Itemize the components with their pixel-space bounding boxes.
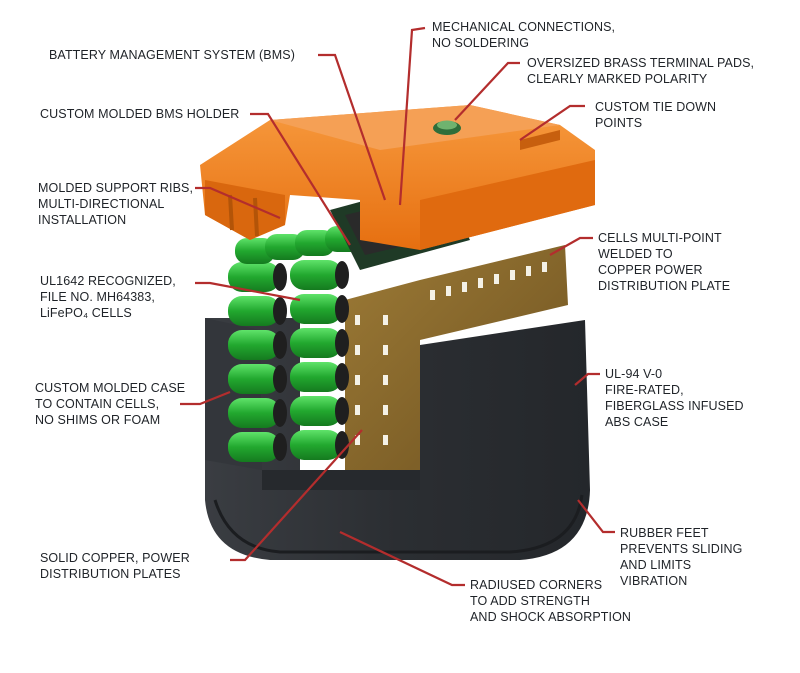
orange-lid [200,105,595,250]
weld-point [462,282,467,292]
callout-tie-down: CUSTOM TIE DOWN POINTS [595,99,716,131]
weld-point [355,435,360,445]
weld-point [494,274,499,284]
callout-brass-terminal: OVERSIZED BRASS TERMINAL PADS, CLEARLY M… [527,55,754,87]
callout-text: MECHANICAL CONNECTIONS, [432,20,616,34]
leader-line [339,531,465,587]
lifepo4-cell [265,234,305,260]
lifepo4-cell [228,330,287,360]
weld-point [446,286,451,296]
cell-stack [228,226,365,462]
lifepo4-cell [290,294,349,324]
callout-bms: BATTERY MANAGEMENT SYSTEM (BMS) [49,47,295,63]
callout-ul94: UL-94 V-0 FIRE-RATED, FIBERGLASS INFUSED… [605,366,744,430]
weld-point [383,315,388,325]
callout-text: MULTI-DIRECTIONAL [38,197,165,211]
weld-point [355,345,360,355]
weld-point [383,375,388,385]
callout-text: ABS CASE [605,415,669,429]
callout-cells-welded: CELLS MULTI-POINT WELDED TO COPPER POWER… [598,230,730,294]
callout-text: CUSTOM MOLDED BMS HOLDER [40,107,240,121]
lifepo4-cell [290,362,349,392]
weld-point [383,435,388,445]
callout-text: VIBRATION [620,574,688,588]
callout-text: CELLS MULTI-POINT [598,231,722,245]
leader-line [318,53,387,201]
callout-bms-holder: CUSTOM MOLDED BMS HOLDER [40,106,239,122]
callout-support-ribs: MOLDED SUPPORT RIBS, MULTI-DIRECTIONAL I… [38,180,193,228]
leader-line [398,26,426,206]
leader-line [454,61,520,121]
weld-point [526,266,531,276]
leader-line [230,429,363,562]
lifepo4-cell [290,396,349,426]
callout-text: CUSTOM MOLDED CASE [35,381,186,395]
callout-text: DISTRIBUTION PLATE [598,279,731,293]
callout-text: UL-94 V-0 [605,367,663,381]
lifepo4-cell [228,364,287,394]
callout-text: CUSTOM TIE DOWN [595,100,717,114]
leader-line [250,112,351,246]
callout-text: FIBERGLASS INFUSED [605,399,744,413]
callout-text: POINTS [595,116,643,130]
callout-text: INSTALLATION [38,213,127,227]
weld-point [383,405,388,415]
callout-rubber-feet: RUBBER FEET PREVENTS SLIDING AND LIMITS … [620,525,742,589]
callout-text: MOLDED SUPPORT RIBS, [38,181,194,195]
leader-line [180,390,231,406]
callout-text: FILE NO. MH64383, [40,290,155,304]
callout-text: OVERSIZED BRASS TERMINAL PADS, [527,56,755,70]
callout-text: DISTRIBUTION PLATES [40,567,181,581]
callout-text: TO ADD STRENGTH [470,594,591,608]
weld-point [430,290,435,300]
callout-mechanical-connections: MECHANICAL CONNECTIONS, NO SOLDERING [432,19,615,51]
leader-line [574,372,600,386]
leader-line [195,281,301,302]
weld-point [478,278,483,288]
weld-point [510,270,515,280]
callout-text: CLEARLY MARKED POLARITY [527,72,708,86]
copper-plate [345,245,568,470]
callout-text: PREVENTS SLIDING [620,542,743,556]
lifepo4-cell [290,260,349,290]
callout-text: COPPER POWER [598,263,703,277]
callout-solid-copper: SOLID COPPER, POWER DISTRIBUTION PLATES [40,550,190,582]
callout-text: LiFePO₄ CELLS [40,306,132,320]
callout-ul1642: UL1642 RECOGNIZED, FILE NO. MH64383, LiF… [40,273,176,321]
leader-line [519,104,585,141]
callout-text: TO CONTAIN CELLS, [35,397,160,411]
callout-radiused-corners: RADIUSED CORNERS TO ADD STRENGTH AND SHO… [470,577,631,625]
lifepo4-cell [228,296,287,326]
leader-line [549,236,593,256]
callout-text: UL1642 RECOGNIZED, [40,274,176,288]
callout-text: BATTERY MANAGEMENT SYSTEM (BMS) [49,48,295,62]
callout-custom-case: CUSTOM MOLDED CASE TO CONTAIN CELLS, NO … [35,380,185,428]
weld-point [355,315,360,325]
callout-text: AND SHOCK ABSORPTION [470,610,632,624]
leader-line [577,499,615,534]
callout-text: SOLID COPPER, POWER [40,551,190,565]
weld-point [355,405,360,415]
leader-line [195,186,281,220]
lifepo4-cell [295,230,335,256]
weld-point [383,345,388,355]
lifepo4-cell [290,328,349,358]
leader-lines [180,26,615,587]
lifepo4-cell [228,398,287,428]
weld-point [355,375,360,385]
callout-text: RUBBER FEET [620,526,709,540]
callout-text: WELDED TO [598,247,673,261]
callout-text: NO SHIMS OR FOAM [35,413,161,427]
callout-text: NO SOLDERING [432,36,530,50]
weld-point [542,262,547,272]
lifepo4-cell [228,262,287,292]
lifepo4-cell [290,430,349,460]
callout-text: FIRE-RATED, [605,383,684,397]
lifepo4-cell [228,432,287,462]
callout-text: AND LIMITS [620,558,692,572]
lifepo4-cell [235,238,275,264]
callout-text: RADIUSED CORNERS [470,578,603,592]
